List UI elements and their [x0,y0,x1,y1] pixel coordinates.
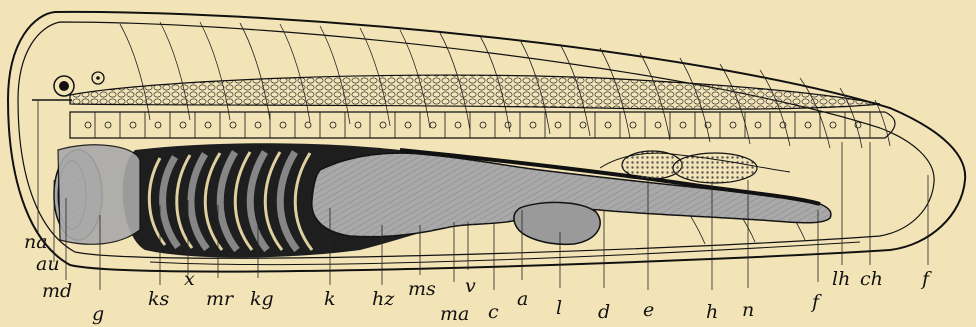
label-x: x [184,268,195,290]
label-c: c [488,301,499,323]
label-ma: ma [440,303,469,325]
label-au: au [36,253,60,275]
label-h: h [706,301,718,323]
label-ch: ch [860,268,883,290]
label-lh: lh [832,268,850,290]
label-hz: hz [372,288,395,310]
label-md: md [42,280,72,302]
label-ms: ms [408,278,436,300]
oral-hood [54,145,140,245]
label-f-outer: f [920,268,932,290]
label-ks: ks [148,288,170,310]
dorsal-cell-band [70,75,880,109]
label-mr: mr [206,288,235,310]
notochord-segments [85,112,870,138]
label-na: na [24,231,48,253]
gonad-1 [622,151,682,179]
label-g: g [92,303,104,325]
label-d: d [598,301,610,323]
label-n: n [742,299,754,321]
notochord [70,112,895,138]
label-l: l [556,297,562,319]
label-kg: kg [250,288,274,310]
label-f-inner: f [810,291,822,313]
label-e: e [643,299,654,321]
eye-spot [54,76,74,96]
label-a: a [517,288,528,310]
liver-pouch [514,202,600,244]
gonad-2 [673,153,757,183]
label-k: k [324,288,336,310]
label-v: v [465,275,476,297]
